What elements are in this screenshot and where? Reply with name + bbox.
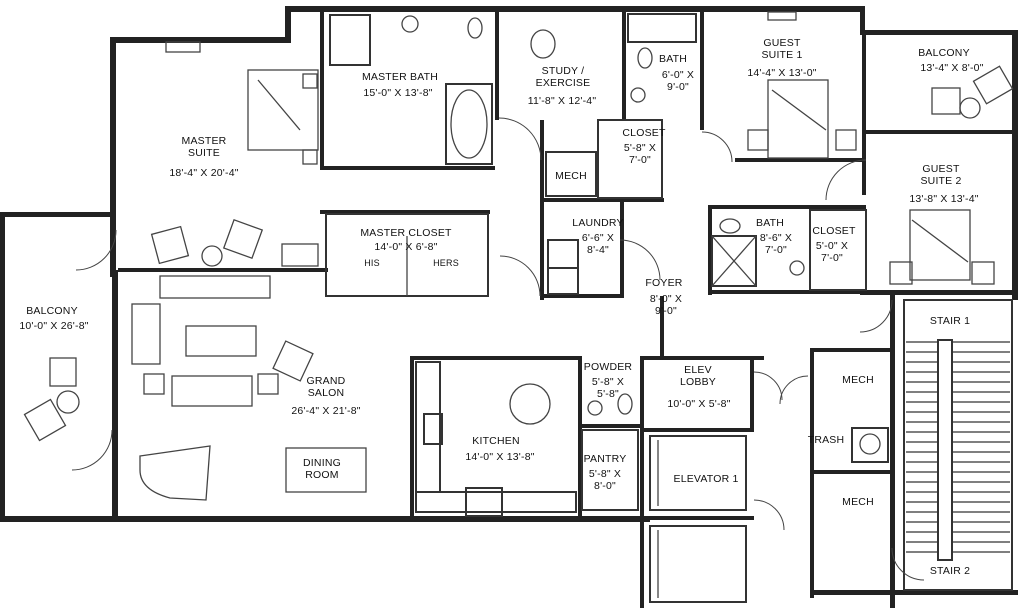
stairs xyxy=(903,299,1013,591)
bath1-name: BATH xyxy=(659,53,687,65)
mech1-name: MECH xyxy=(555,170,587,182)
grand-salon-dim: 26'-4" X 21'-8" xyxy=(291,405,360,417)
kitchen-name: KITCHEN xyxy=(472,435,520,447)
balcony-ne-dim: 13'-4" X 8'-0" xyxy=(920,62,983,74)
closet1-name: CLOSET xyxy=(622,127,666,139)
mech3-name: MECH xyxy=(842,496,874,508)
powder-name: POWDER xyxy=(584,361,633,373)
balcony-w-name: BALCONY xyxy=(26,305,78,317)
stair2-name: STAIR 2 xyxy=(930,565,970,577)
laundry-name: LAUNDRY xyxy=(572,217,623,229)
elev-lobby-dim: 10'-0" X 5'-8" xyxy=(667,398,730,410)
walls xyxy=(0,6,1018,608)
elevator-1-name: ELEVATOR 1 xyxy=(673,473,738,485)
master-suite-dim: 18'-4" X 20'-4" xyxy=(169,167,238,179)
master-closet-his: HIS xyxy=(364,258,380,268)
foyer-name: FOYER xyxy=(645,277,682,289)
stair1-name: STAIR 1 xyxy=(930,315,970,327)
study-name: STUDY /EXERCISE xyxy=(536,65,591,89)
mech2-name: MECH xyxy=(842,374,874,386)
doors xyxy=(71,117,925,581)
furniture xyxy=(23,11,1014,501)
guest-suite-2-dim: 13'-8" X 13'-4" xyxy=(909,193,978,205)
study-dim: 11'-8" X 12'-4" xyxy=(528,95,597,107)
bath2-name: BATH xyxy=(756,217,784,229)
fixtures xyxy=(325,13,889,603)
closet2-name: CLOSET xyxy=(812,225,856,237)
balcony-ne-name: BALCONY xyxy=(918,47,970,59)
trash-name: TRASH xyxy=(808,434,845,446)
master-closet-dim: 14'-0" X 6'-8" xyxy=(374,241,437,253)
master-closet-hers: HERS xyxy=(433,258,459,268)
master-bath-dim: 15'-0" X 13'-8" xyxy=(363,87,432,99)
balcony-w-dim: 10'-0" X 26'-8" xyxy=(19,320,88,332)
pantry-name: PANTRY xyxy=(584,453,627,465)
guest-suite-1-dim: 14'-4" X 13'-0" xyxy=(747,67,816,79)
kitchen-dim: 14'-0" X 13'-8" xyxy=(465,451,534,463)
master-bath-name: MASTER BATH xyxy=(362,71,438,83)
master-closet-name: MASTER CLOSET xyxy=(360,227,452,239)
